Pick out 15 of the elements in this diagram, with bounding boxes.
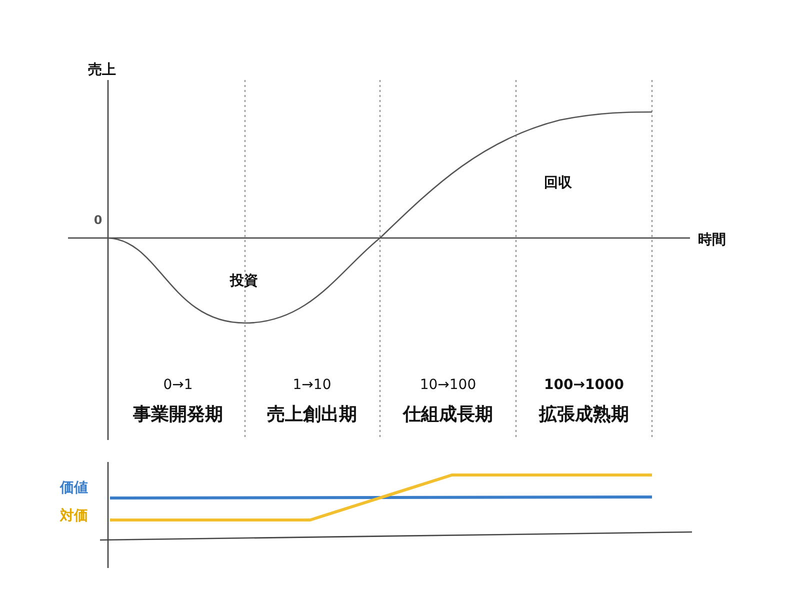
phase-name: 事業開発期 [133, 403, 223, 426]
line-label: 対価 [60, 507, 88, 525]
axis-label: 売上 [88, 61, 116, 79]
phase-name: 売上創出期 [267, 403, 357, 426]
phase-name: 拡張成熟期 [539, 403, 629, 426]
phase-name: 仕組成長期 [403, 403, 493, 426]
line-label: 価値 [60, 479, 88, 497]
phase-range-label: 0→1 [163, 377, 193, 393]
phase-range-label: 100→1000 [544, 377, 624, 393]
curve-label: 回収 [544, 174, 572, 192]
axis-label: 0 [94, 213, 102, 227]
axis-label: 時間 [698, 231, 726, 249]
phase-range-label: 1→10 [292, 377, 332, 393]
phase-range-label: 10→100 [420, 377, 476, 393]
curve-label: 投資 [230, 272, 258, 290]
